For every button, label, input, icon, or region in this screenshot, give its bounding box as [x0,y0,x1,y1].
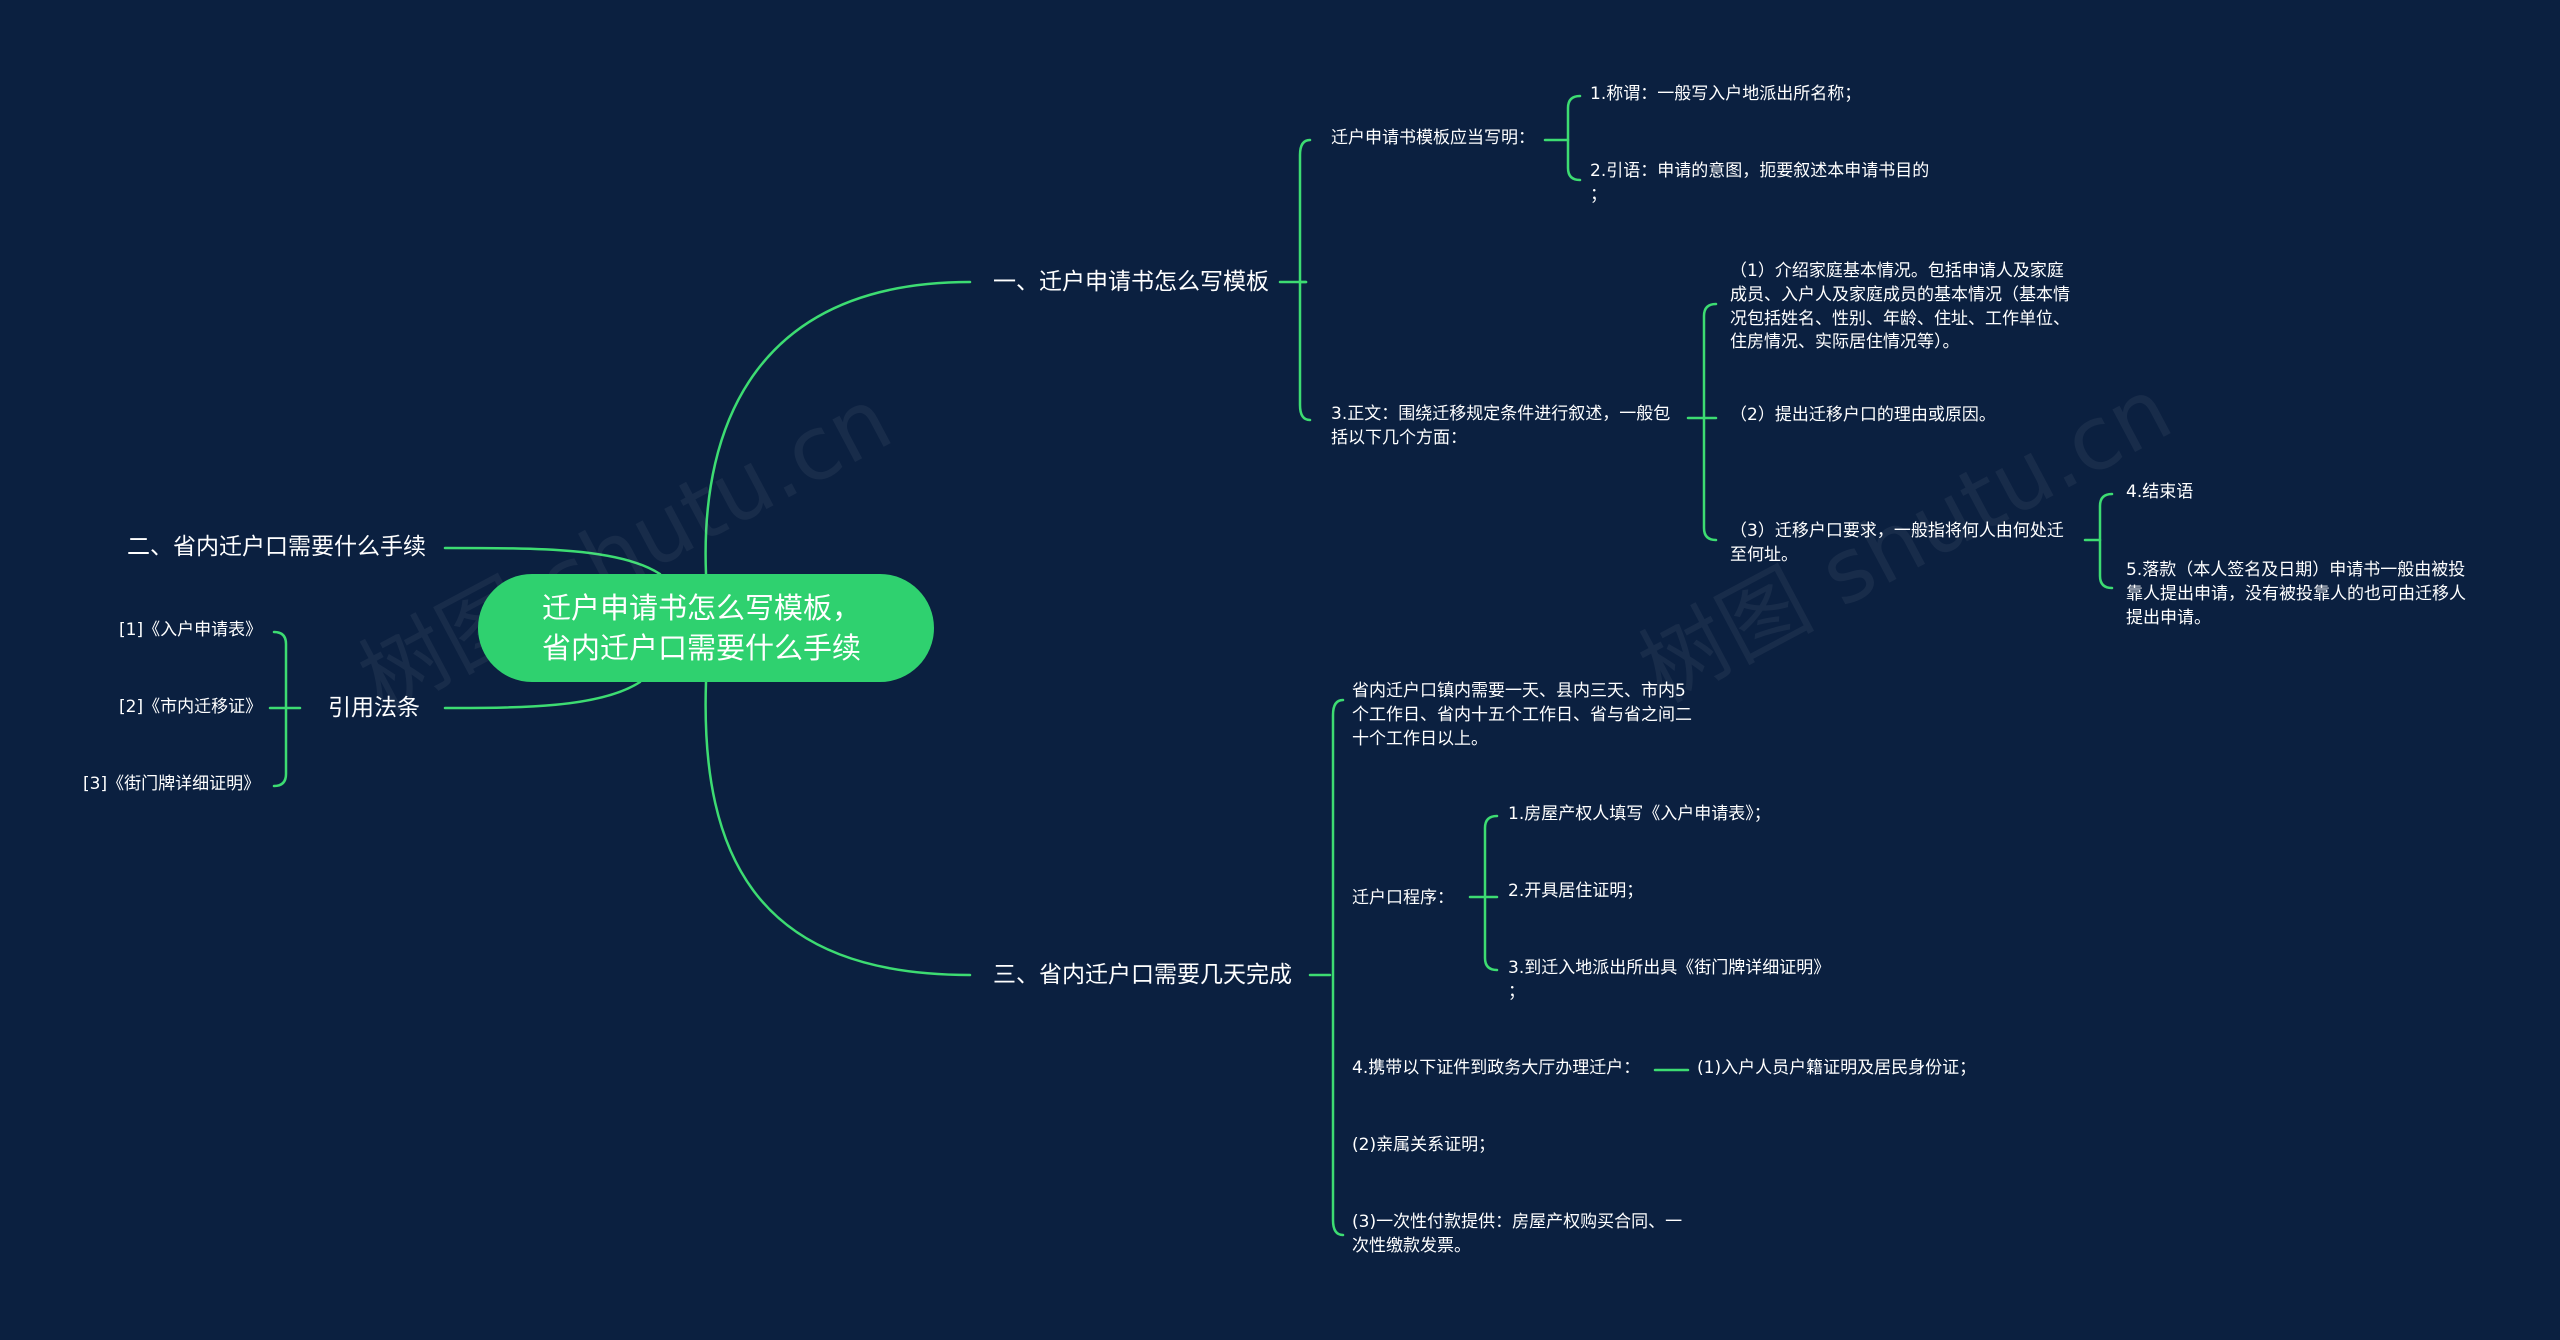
template-body-label[interactable]: 3.正文：围绕迁移规定条件进行叙述，一般包 括以下几个方面： [1331,404,1671,448]
duration-documents-label[interactable]: 4.携带以下证件到政务大厅办理迁户： [1352,1058,1641,1078]
specify-item-greeting[interactable]: 1.称谓：一般写入户地派出所名称； [1590,84,1862,104]
template-specify-label[interactable]: 迁户申请书模板应当写明： [1331,128,1535,148]
bracket-procedure [1483,814,1499,972]
reference-item-3[interactable]: [3]《街门牌详细证明》 [83,774,261,794]
body-item-family[interactable]: （1）介绍家庭基本情况。包括申请人及家庭 成员、入户人及家庭成员的基本情况（基本… [1730,261,2070,353]
link-root-procedures [443,546,662,576]
reference-item-1[interactable]: [1]《入户申请表》 [119,620,263,640]
reference-item-2[interactable]: [2]《市内迁移证》 [119,697,263,717]
link-root-duration [704,680,972,977]
branch-references-title[interactable]: 引用法条 [328,695,420,721]
bracket-body [1702,302,1718,542]
body-item-request[interactable]: （3）迁移户口要求，一般指将何人由何处迁 至何址。 [1730,521,2064,565]
bracket-request [2098,492,2114,590]
request-item-signature[interactable]: 5.落款（本人签名及日期）申请书一般由被投 靠人提出申请，没有被投靠人的也可由迁… [2126,560,2466,628]
duration-procedure-label[interactable]: 迁户口程序： [1352,888,1454,908]
root-line-2: 省内迁户口需要什么手续 [542,631,862,665]
request-item-closing[interactable]: 4.结束语 [2126,482,2194,502]
bracket-template [1298,138,1312,422]
root-line-1: 迁户申请书怎么写模板， [542,591,862,625]
link-root-references [443,680,642,710]
specify-item-intro[interactable]: 2.引语：申请的意图，扼要叙述本申请书目的 ； [1590,161,1930,205]
root-topic[interactable]: 迁户申请书怎么写模板， 省内迁户口需要什么手续 [478,574,934,682]
procedure-item-1[interactable]: 1.房屋产权人填写《入户申请表》； [1508,804,1771,824]
duration-payment[interactable]: (3)一次性付款提供：房屋产权购买合同、一 次性缴款发票。 [1352,1212,1683,1256]
bracket-duration [1331,698,1345,1237]
branch-duration-title[interactable]: 三、省内迁户口需要几天完成 [993,962,1292,988]
bracket-specify [1566,94,1582,182]
link-root-template [704,280,972,576]
branch-template-title[interactable]: 一、迁户申请书怎么写模板 [993,269,1269,295]
body-item-reason[interactable]: （2）提出迁移户口的理由或原因。 [1730,405,1996,425]
duration-relation[interactable]: (2)亲属关系证明； [1352,1135,1496,1155]
branch-procedures-title[interactable]: 二、省内迁户口需要什么手续 [127,534,426,560]
documents-item-id[interactable]: (1)入户人员户籍证明及居民身份证； [1697,1058,1977,1078]
procedure-item-3[interactable]: 3.到迁入地派出所出具《街门牌详细证明》 ； [1508,958,1831,1002]
procedure-item-2[interactable]: 2.开具居住证明； [1508,881,1644,901]
duration-intro[interactable]: 省内迁户口镇内需要一天、县内三天、市内5 个工作日、省内十五个工作日、省与省之间… [1352,681,1692,749]
